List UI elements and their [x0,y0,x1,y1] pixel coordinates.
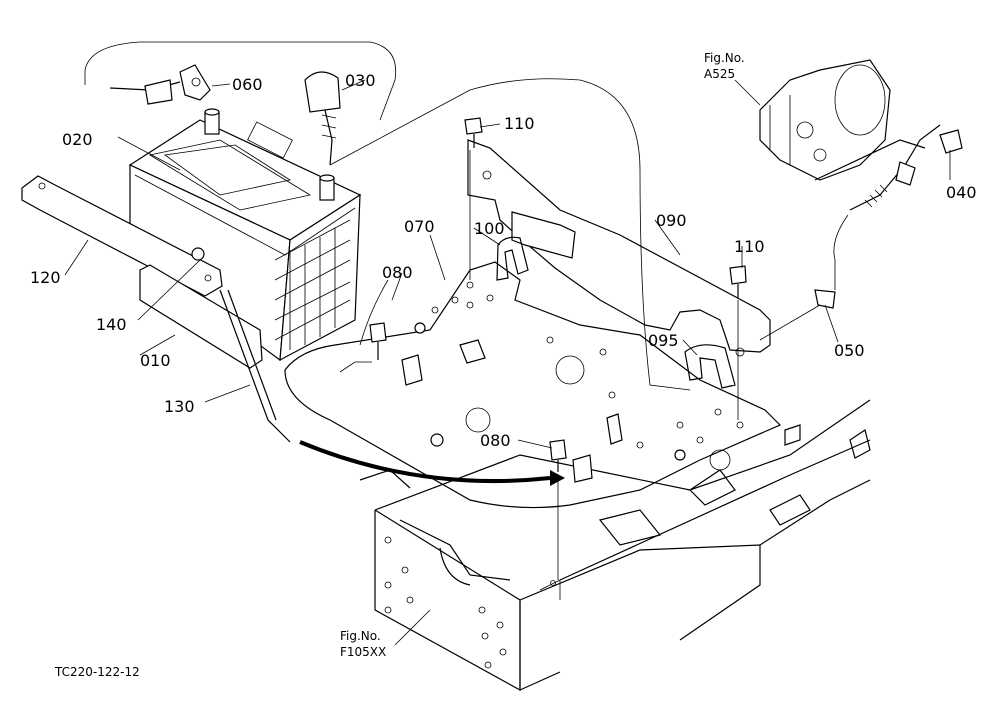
fig-ref-a-code: A525 [704,67,735,81]
label-030: 030 [345,71,376,90]
clamp-095 [684,344,736,389]
cable-clamp [814,289,836,309]
label-090: 090 [656,211,687,230]
starter-cable [849,124,963,211]
label-040: 040 [946,183,977,202]
label-120: 120 [30,268,61,287]
label-095: 095 [648,331,679,350]
label-020: 020 [62,130,93,149]
battery [128,108,362,362]
label-080-bottom: 080 [480,431,511,450]
base-plate [284,261,782,509]
label-070: 070 [404,217,435,236]
label-050: 050 [834,341,865,360]
bracket-090 [467,139,771,357]
ground-cable [109,64,211,105]
fig-ref-b-title: Fig.No. [340,629,381,643]
cable-routing [84,41,849,580]
label-010: 010 [140,351,171,370]
label-110-top: 110 [504,114,535,133]
label-080-left: 080 [382,263,413,282]
assembly-arrow [299,440,565,486]
label-060: 060 [232,75,263,94]
bolts [369,117,747,472]
label-130: 130 [164,397,195,416]
clamp-100 [496,236,529,281]
fig-ref-b-code: F105XX [340,645,386,659]
fig-ref-a-title: Fig.No. [704,51,745,65]
label-100: 100 [474,219,505,238]
battery-holder [21,175,291,443]
terminal-cover [304,71,341,166]
label-110-right: 110 [734,237,765,256]
label-140: 140 [96,315,127,334]
leader-lines [64,79,951,646]
drawing-code: TC220-122-12 [54,665,140,679]
